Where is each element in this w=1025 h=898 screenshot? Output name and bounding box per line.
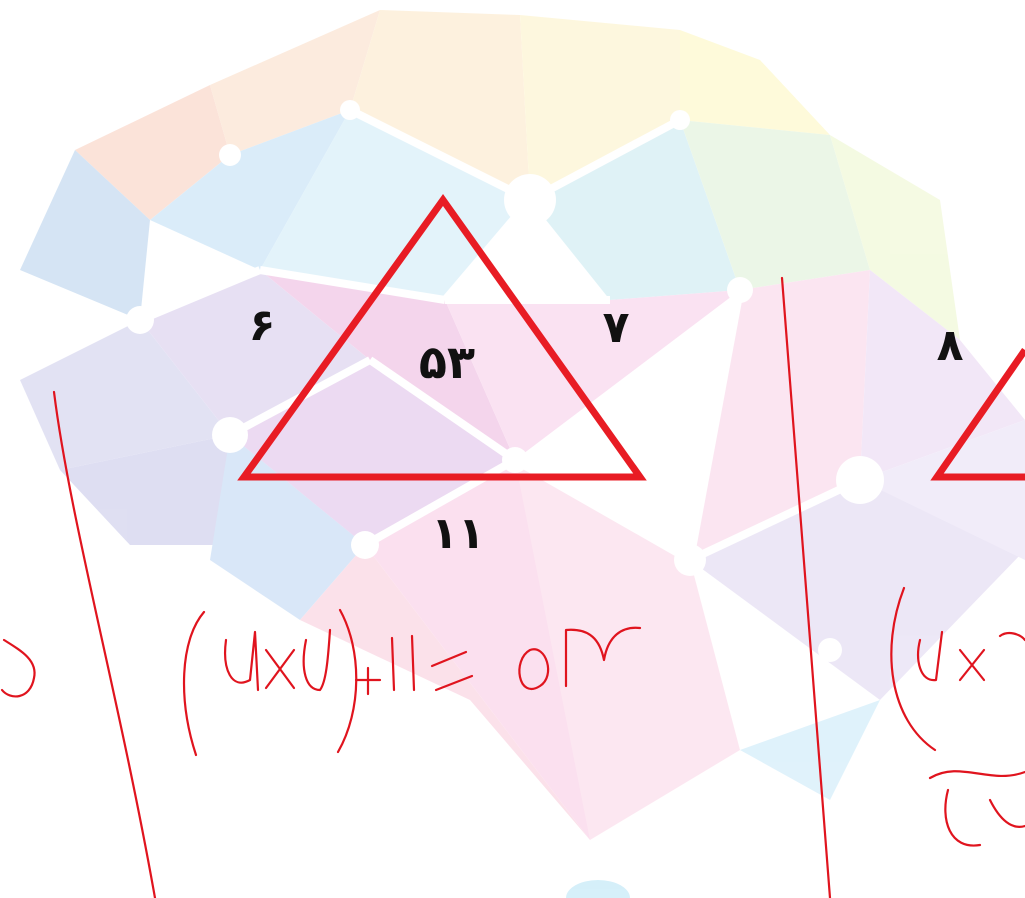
ink-digit-under-2 [944, 788, 1025, 847]
triangle-1-right-number: ۷ [603, 302, 630, 353]
ink-digit-3 [564, 626, 642, 688]
ink-digit-5 [518, 648, 550, 690]
ink-fragment-left [0, 638, 36, 698]
brain-watermark [20, 10, 1025, 898]
triangle-1-left-number: ۶ [249, 300, 276, 351]
ink-times-sign [264, 648, 296, 690]
triangle-puzzle-2: ۸ [930, 320, 1025, 481]
ink-plus-sign [354, 666, 382, 696]
ink-digit-6 [224, 630, 260, 692]
ink-open-paren-2 [890, 586, 937, 752]
formula-2-text: (۸× [960, 738, 962, 741]
ink-digits-11 [390, 634, 416, 692]
ink-underline-2 [928, 770, 1025, 780]
ink-digit-8 [917, 630, 944, 682]
handwritten-annotations [0, 276, 1025, 898]
triangle-1-center-number: ۵۳ [419, 335, 475, 389]
triangle-2-left-number: ۸ [937, 320, 964, 371]
ink-digit-7 [302, 628, 332, 692]
ink-divider-right [780, 276, 832, 898]
ink-equals-sign [430, 650, 474, 692]
triangle-puzzle-1: ۶ ۷ ۵۳ ۱۱ [237, 193, 647, 559]
formula-1-text: (۶×۷)+۱۱ = ۵۳ [420, 738, 428, 741]
triangle-1-outline [237, 193, 647, 481]
triangle-2-outline [930, 348, 1025, 481]
ink-divider-left [52, 390, 157, 898]
ink-fragment-right [998, 631, 1025, 642]
triangle-1-bottom-number: ۱۱ [431, 508, 485, 559]
ink-times-sign-2 [958, 648, 986, 682]
ink-open-paren [182, 610, 206, 757]
